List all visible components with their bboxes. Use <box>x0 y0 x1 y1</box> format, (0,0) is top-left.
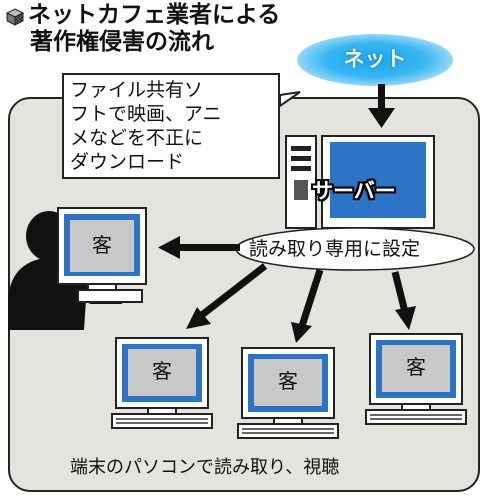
arrow-to-client-1 <box>158 236 240 259</box>
note-pointer <box>279 91 301 108</box>
server-label: サーバー <box>312 179 396 203</box>
internet-label: ネット <box>343 47 407 71</box>
bottom-caption: 端末のパソコンで読み取り、視聴 <box>70 457 340 478</box>
title-line-2: 著作権侵害の流れ <box>30 29 214 55</box>
arrow-to-client-2 <box>186 263 268 329</box>
client-computer-2 <box>111 337 213 429</box>
client-label-1: 客 <box>92 233 112 257</box>
diagram-title: ネットカフェ業者による 著作権侵害の流れ <box>6 2 280 56</box>
client-label-2: 客 <box>152 359 172 383</box>
server-monitor <box>321 135 435 245</box>
note-line-2: フトで映画、アニ <box>70 103 222 125</box>
server-tower <box>285 135 317 229</box>
internet-cloud <box>297 34 453 86</box>
client-computer-4 <box>365 333 467 425</box>
title-line-1: ネットカフェ業者による <box>28 2 281 28</box>
arrow-net-to-server <box>368 84 395 128</box>
note-line-4: ダウンロード <box>70 151 185 173</box>
note-line-3: メなどを不正に <box>70 127 204 149</box>
client-label-3: 客 <box>278 369 298 393</box>
read-only-setting-label: 読み取り専用に設定 <box>249 238 421 260</box>
download-note: ファイル共有ソ フトで映画、アニ メなどを不正に ダウンロード <box>62 73 280 179</box>
cube-icon <box>6 8 24 26</box>
arrow-to-client-4 <box>391 271 416 330</box>
arrow-to-client-3 <box>291 268 324 343</box>
note-line-1: ファイル共有ソ <box>70 79 204 101</box>
client-label-4: 客 <box>406 355 426 379</box>
client-computer-3 <box>237 347 339 439</box>
client-computer-1 <box>57 207 147 303</box>
